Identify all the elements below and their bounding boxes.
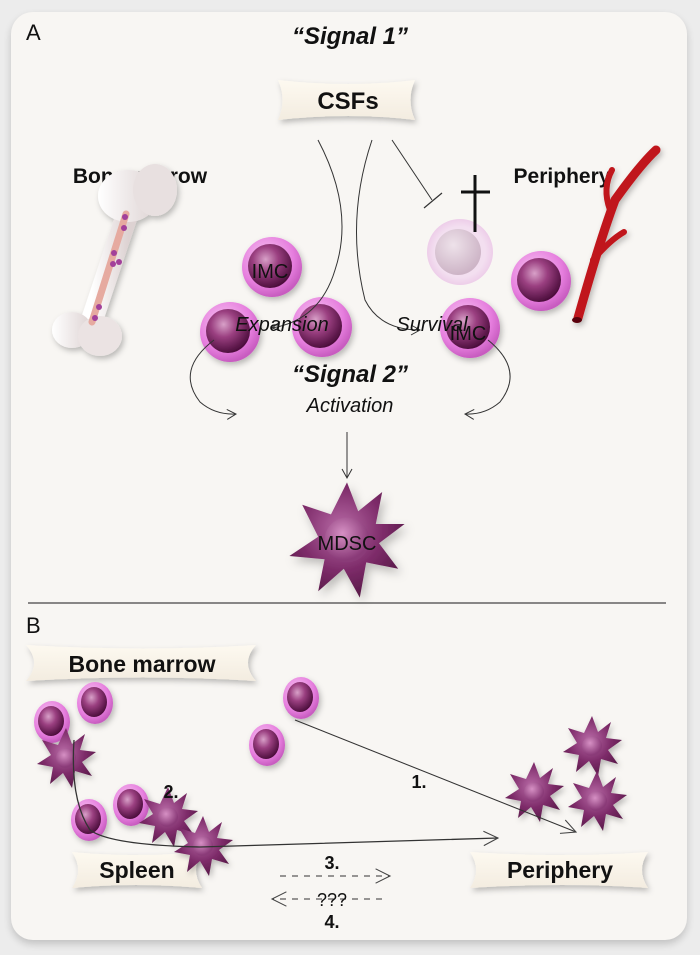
imc-label-left: IMC <box>252 261 289 283</box>
imc-label-right: IMC <box>450 323 487 345</box>
mdsc-periphery-1 <box>505 762 564 822</box>
mdsc-cell <box>289 482 405 598</box>
dying-cell <box>427 219 493 285</box>
survival-label: Survival <box>396 314 468 336</box>
expansion-label: Expansion <box>235 314 328 336</box>
dagger-icon <box>461 175 490 232</box>
inhibition-line <box>391 139 433 201</box>
bone-marrow-box <box>26 645 256 681</box>
bm-cell-2 <box>249 724 285 766</box>
inhibition-bar <box>423 192 443 209</box>
csfs-label-box <box>278 80 415 120</box>
survival-arrow <box>356 139 422 336</box>
panel-b-label: B <box>26 613 41 638</box>
panel-a-label: A <box>26 20 41 45</box>
spleen-cell-2 <box>71 799 107 841</box>
route-2-arrow <box>72 739 500 848</box>
step-1-label: 1. <box>411 772 426 792</box>
csfs-label: CSFs <box>317 88 378 115</box>
spleen-box <box>72 852 202 888</box>
spleen-box-label: Spleen <box>99 857 174 883</box>
spleen-cell-1 <box>113 784 149 826</box>
periphery-heading: Periphery <box>514 165 611 188</box>
periphery-cell <box>511 251 571 311</box>
expansion-arrow <box>270 139 343 332</box>
mdsc-periphery-3 <box>568 771 627 831</box>
step-2-label: 2. <box>163 782 178 802</box>
signal2-title: “Signal 2” <box>292 361 408 388</box>
periphery-box-label: Periphery <box>507 857 613 883</box>
mdsc-label: MDSC <box>318 533 377 555</box>
periphery-box <box>470 852 648 888</box>
bone-icon <box>52 164 177 356</box>
bm-cell-4 <box>77 682 113 724</box>
route-1-arrow <box>294 719 578 834</box>
blood-vessel-icon <box>572 145 661 323</box>
bm-cell-1 <box>283 677 319 719</box>
signal1-title: “Signal 1” <box>292 23 408 50</box>
mdsc-periphery-2 <box>563 716 622 776</box>
step-3-label: 3. <box>324 853 339 873</box>
expansion-to-activation-arrow <box>189 339 238 420</box>
step-4-label: 4. <box>324 912 339 932</box>
bone-marrow-box-label: Bone marrow <box>69 651 216 677</box>
unknown-label: ??? <box>317 890 347 910</box>
survival-to-activation-arrow <box>463 339 511 420</box>
activation-label: Activation <box>306 395 394 417</box>
